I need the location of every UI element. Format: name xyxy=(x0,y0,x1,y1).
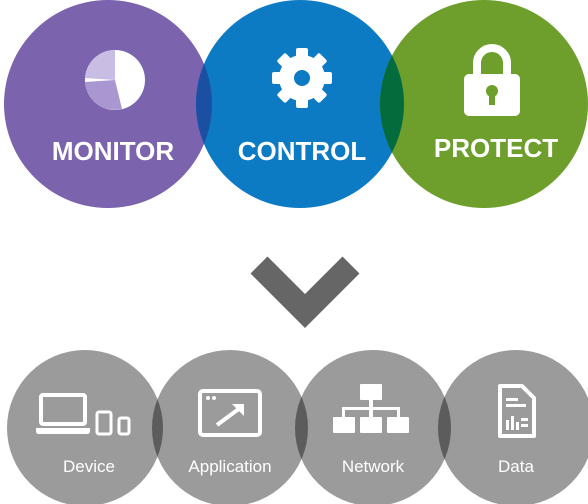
data-label: Data xyxy=(498,457,534,476)
document-chart-icon xyxy=(498,384,536,438)
monitor-label: MONITOR xyxy=(52,136,175,166)
app-window-icon xyxy=(198,389,262,437)
network-label: Network xyxy=(342,457,405,476)
protect-label: PROTECT xyxy=(434,133,558,163)
gear-icon xyxy=(272,48,332,108)
application-label: Application xyxy=(188,457,271,476)
network-icon xyxy=(333,384,409,433)
device-label: Device xyxy=(63,457,115,476)
device-circle xyxy=(7,350,163,504)
control-label: CONTROL xyxy=(238,136,367,166)
padlock-icon xyxy=(464,44,520,116)
laptop-phone-icon xyxy=(36,393,131,436)
application-circle xyxy=(152,350,308,504)
chevron-down-icon xyxy=(250,256,360,328)
pie-chart-icon xyxy=(85,49,145,110)
